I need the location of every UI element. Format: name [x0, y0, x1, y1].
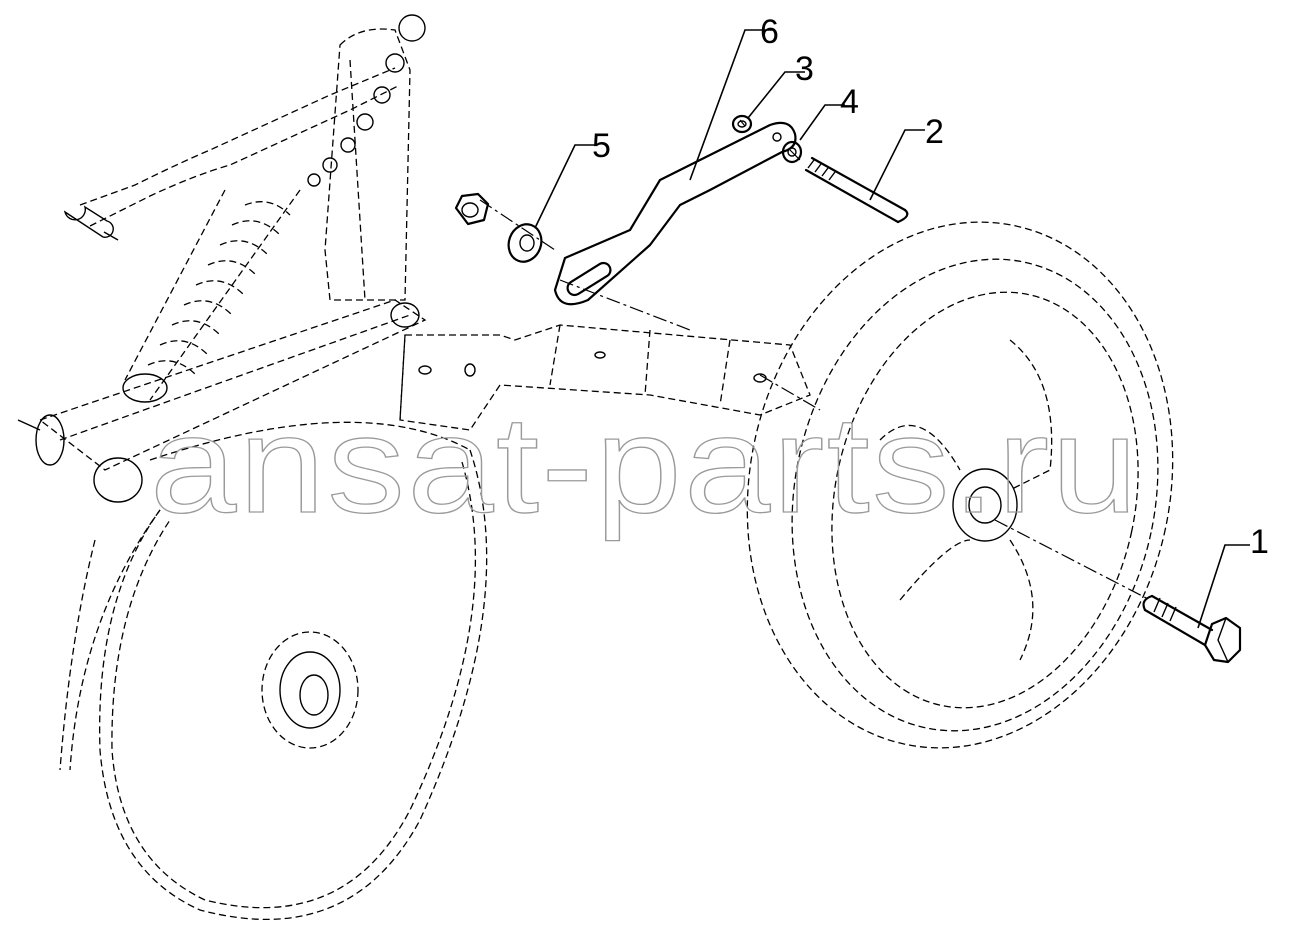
callout-1: 1: [1250, 523, 1269, 561]
disc-blade: [59, 421, 488, 921]
upright-frame: [307, 14, 426, 301]
bracket-part-6: [553, 121, 797, 306]
arm-rod: [63, 67, 401, 241]
press-wheel: [746, 221, 1174, 749]
callout-6: 6: [760, 13, 779, 51]
callout-5: 5: [592, 127, 611, 165]
hex-nut: [454, 192, 490, 226]
nut-part-4: [781, 140, 803, 164]
callout-2: 2: [925, 113, 944, 151]
callout-3: 3: [795, 50, 814, 88]
callout-leaders: [534, 29, 1250, 629]
coil-spring: [122, 189, 301, 403]
bolt-part-1: [1142, 594, 1242, 664]
nut-part-3: [731, 114, 753, 134]
washer-part-5: [507, 223, 543, 263]
pin-part-2: [804, 156, 909, 224]
main-beam: [17, 299, 427, 503]
watermark: ansat-parts.ru: [150, 388, 1140, 542]
callout-4: 4: [840, 83, 859, 121]
